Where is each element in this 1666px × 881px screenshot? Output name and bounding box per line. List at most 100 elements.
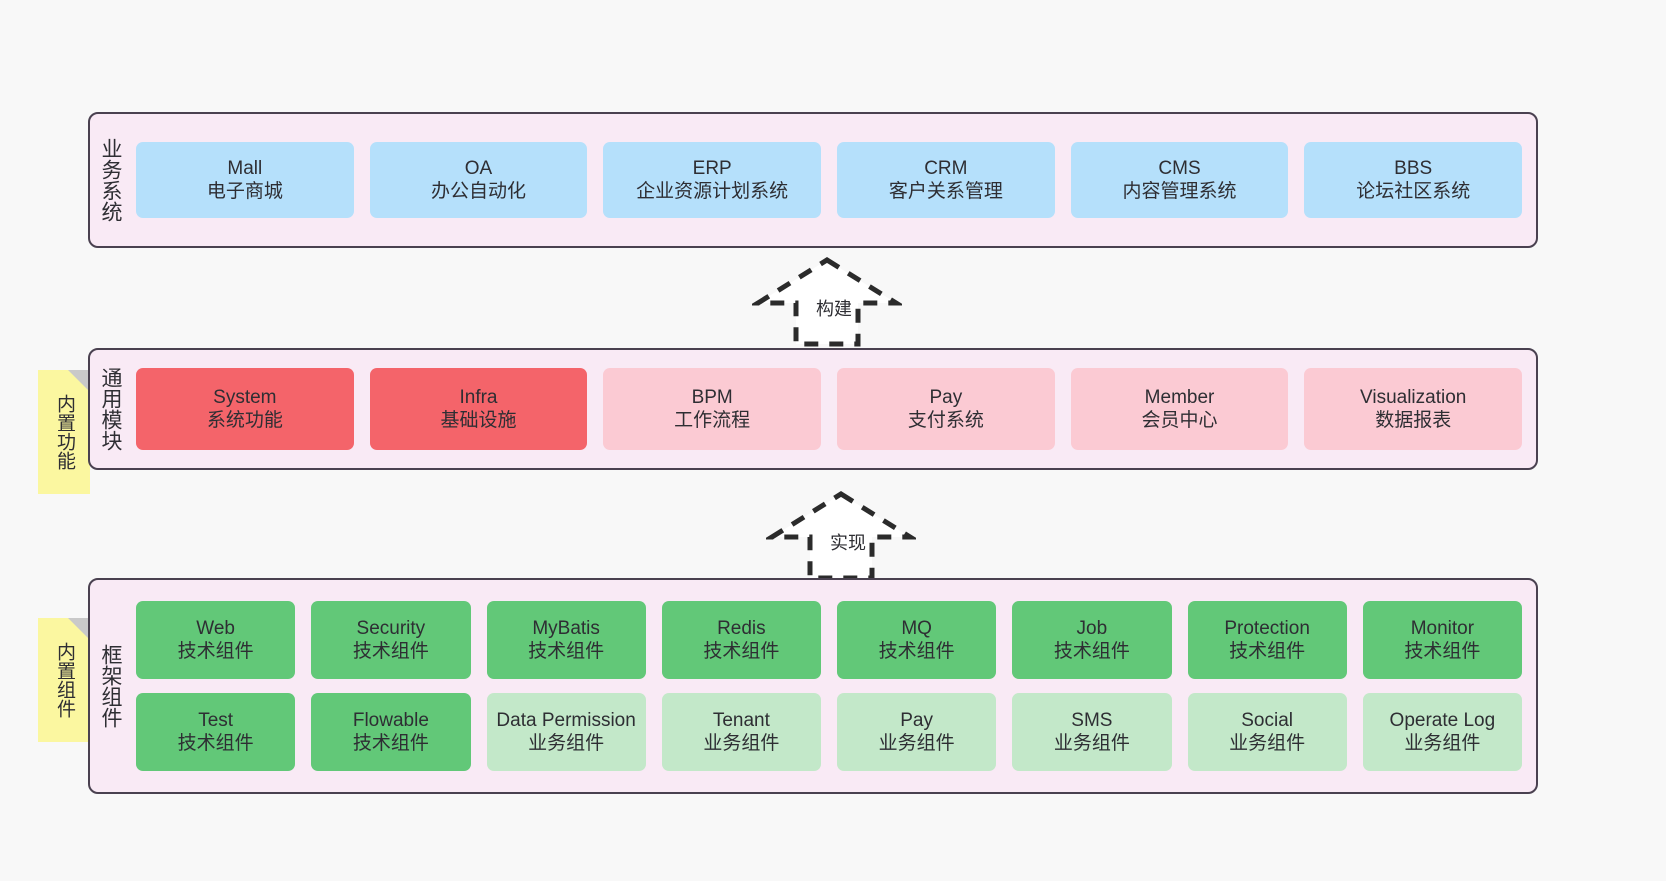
card-security[interactable]: Security 技术组件 — [311, 601, 471, 679]
card-sms[interactable]: SMS 业务组件 — [1012, 693, 1172, 771]
card-web-subtitle: 技术组件 — [177, 641, 254, 662]
card-tenant[interactable]: Tenant 业务组件 — [661, 693, 821, 771]
framework-tech-row: Web 技术组件 Security 技术组件 MyBatis 技术组件 Redi… — [136, 601, 1522, 679]
card-flowable[interactable]: Flowable 技术组件 — [311, 693, 471, 771]
card-redis[interactable]: Redis 技术组件 — [661, 601, 821, 679]
card-mq-subtitle: 技术组件 — [878, 641, 955, 662]
card-flowable-subtitle: 技术组件 — [352, 733, 429, 754]
card-test-title: Test — [198, 709, 234, 731]
card-crm-title: CRM — [924, 157, 968, 179]
layer-business-system-label: 业务系统 — [98, 138, 122, 222]
card-mall-title: Mall — [227, 157, 263, 179]
arrow-build-label: 构建 — [816, 299, 852, 319]
card-data-permission[interactable]: Data Permission 业务组件 — [486, 693, 646, 771]
card-bbs-subtitle: 论坛社区系统 — [1356, 181, 1471, 202]
card-oa-title: OA — [464, 157, 493, 179]
card-operate-log[interactable]: Operate Log 业务组件 — [1362, 693, 1522, 771]
card-system-title: System — [213, 386, 277, 408]
card-pay-component-title: Pay — [900, 709, 933, 731]
card-oa-subtitle: 办公自动化 — [431, 181, 527, 202]
card-protection-subtitle: 技术组件 — [1229, 641, 1306, 662]
layer-framework-component-body: Web 技术组件 Security 技术组件 MyBatis 技术组件 Redi… — [130, 580, 1536, 792]
card-security-title: Security — [356, 617, 426, 639]
framework-business-row: Test 技术组件 Flowable 技术组件 Data Permission … — [136, 693, 1522, 771]
card-job[interactable]: Job 技术组件 — [1012, 601, 1172, 679]
layer-business-system: 业务系统 Mall 电子商城 OA 办公自动化 ERP 企业资源计划系统 CRM — [88, 112, 1538, 248]
card-erp[interactable]: ERP 企业资源计划系统 — [603, 142, 822, 218]
card-member[interactable]: Member 会员中心 — [1070, 368, 1289, 450]
card-infra-subtitle: 基础设施 — [440, 410, 517, 431]
note-builtin-component-label: 内置组件 — [54, 642, 76, 718]
card-tenant-title: Tenant — [712, 709, 770, 731]
note-fold-icon — [68, 370, 90, 392]
card-oa[interactable]: OA 办公自动化 — [369, 142, 588, 218]
card-sms-subtitle: 业务组件 — [1053, 733, 1130, 754]
card-visualization[interactable]: Visualization 数据报表 — [1304, 368, 1523, 450]
card-data-permission-subtitle: 业务组件 — [528, 733, 605, 754]
card-mybatis-subtitle: 技术组件 — [528, 641, 605, 662]
card-security-subtitle: 技术组件 — [352, 641, 429, 662]
card-operate-log-title: Operate Log — [1389, 709, 1496, 731]
card-erp-subtitle: 企业资源计划系统 — [636, 181, 789, 202]
card-operate-log-subtitle: 业务组件 — [1404, 733, 1481, 754]
card-bpm-title: BPM — [691, 386, 733, 408]
card-visualization-title: Visualization — [1360, 386, 1467, 408]
layer-framework-component-label: 框架组件 — [98, 644, 122, 728]
card-test[interactable]: Test 技术组件 — [136, 693, 296, 771]
arrow-build: 构建 — [752, 254, 902, 350]
card-cms-subtitle: 内容管理系统 — [1122, 181, 1237, 202]
arrow-build-glyph — [752, 257, 902, 347]
card-job-title: Job — [1076, 617, 1108, 639]
card-mq[interactable]: MQ 技术组件 — [837, 601, 997, 679]
card-pay-module-subtitle: 支付系统 — [907, 410, 984, 431]
card-erp-title: ERP — [692, 157, 732, 179]
card-monitor-title: Monitor — [1410, 617, 1475, 639]
card-system-subtitle: 系统功能 — [206, 410, 283, 431]
card-redis-subtitle: 技术组件 — [703, 641, 780, 662]
card-infra[interactable]: Infra 基础设施 — [369, 368, 588, 450]
card-infra-title: Infra — [459, 386, 498, 408]
card-data-permission-title: Data Permission — [496, 709, 636, 731]
card-bbs-title: BBS — [1394, 157, 1433, 179]
arrow-implement-label: 实现 — [830, 533, 866, 553]
card-mybatis-title: MyBatis — [532, 617, 600, 639]
note-builtin-function-label: 内置功能 — [54, 394, 76, 470]
card-cms-title: CMS — [1158, 157, 1201, 179]
card-member-subtitle: 会员中心 — [1141, 410, 1218, 431]
layer-framework-component: 框架组件 Web 技术组件 Security 技术组件 MyBatis 技术组件… — [88, 578, 1538, 794]
card-social[interactable]: Social 业务组件 — [1187, 693, 1347, 771]
card-job-subtitle: 技术组件 — [1053, 641, 1130, 662]
layer-common-module-label: 通用模块 — [98, 367, 122, 451]
card-protection-title: Protection — [1224, 617, 1310, 639]
card-social-subtitle: 业务组件 — [1229, 733, 1306, 754]
card-pay-module[interactable]: Pay 支付系统 — [837, 368, 1055, 450]
arrow-implement: 实现 — [766, 488, 916, 584]
card-mall-subtitle: 电子商城 — [206, 181, 283, 202]
card-monitor[interactable]: Monitor 技术组件 — [1362, 601, 1522, 679]
layer-common-module-body: System 系统功能 Infra 基础设施 BPM 工作流程 Pay 支付系统… — [130, 350, 1536, 468]
card-visualization-subtitle: 数据报表 — [1375, 410, 1452, 431]
card-bpm[interactable]: BPM 工作流程 — [603, 368, 822, 450]
card-sms-title: SMS — [1071, 709, 1113, 731]
layer-business-system-body: Mall 电子商城 OA 办公自动化 ERP 企业资源计划系统 CRM 客户关系… — [130, 114, 1536, 246]
card-member-title: Member — [1144, 386, 1215, 408]
card-bpm-subtitle: 工作流程 — [674, 410, 751, 431]
card-test-subtitle: 技术组件 — [177, 733, 254, 754]
card-social-title: Social — [1241, 709, 1293, 731]
card-mall[interactable]: Mall 电子商城 — [136, 142, 354, 218]
card-pay-component[interactable]: Pay 业务组件 — [837, 693, 997, 771]
card-mq-title: MQ — [901, 617, 932, 639]
note-fold-icon — [68, 618, 90, 640]
card-system[interactable]: System 系统功能 — [136, 368, 354, 450]
card-web[interactable]: Web 技术组件 — [136, 601, 296, 679]
business-card-row: Mall 电子商城 OA 办公自动化 ERP 企业资源计划系统 CRM 客户关系… — [136, 142, 1523, 218]
card-redis-title: Redis — [717, 617, 766, 639]
card-protection[interactable]: Protection 技术组件 — [1187, 601, 1347, 679]
card-crm[interactable]: CRM 客户关系管理 — [837, 142, 1055, 218]
note-builtin-function: 内置功能 — [38, 370, 90, 494]
card-mybatis[interactable]: MyBatis 技术组件 — [486, 601, 646, 679]
card-cms[interactable]: CMS 内容管理系统 — [1070, 142, 1289, 218]
card-bbs[interactable]: BBS 论坛社区系统 — [1304, 142, 1523, 218]
card-tenant-subtitle: 业务组件 — [703, 733, 780, 754]
